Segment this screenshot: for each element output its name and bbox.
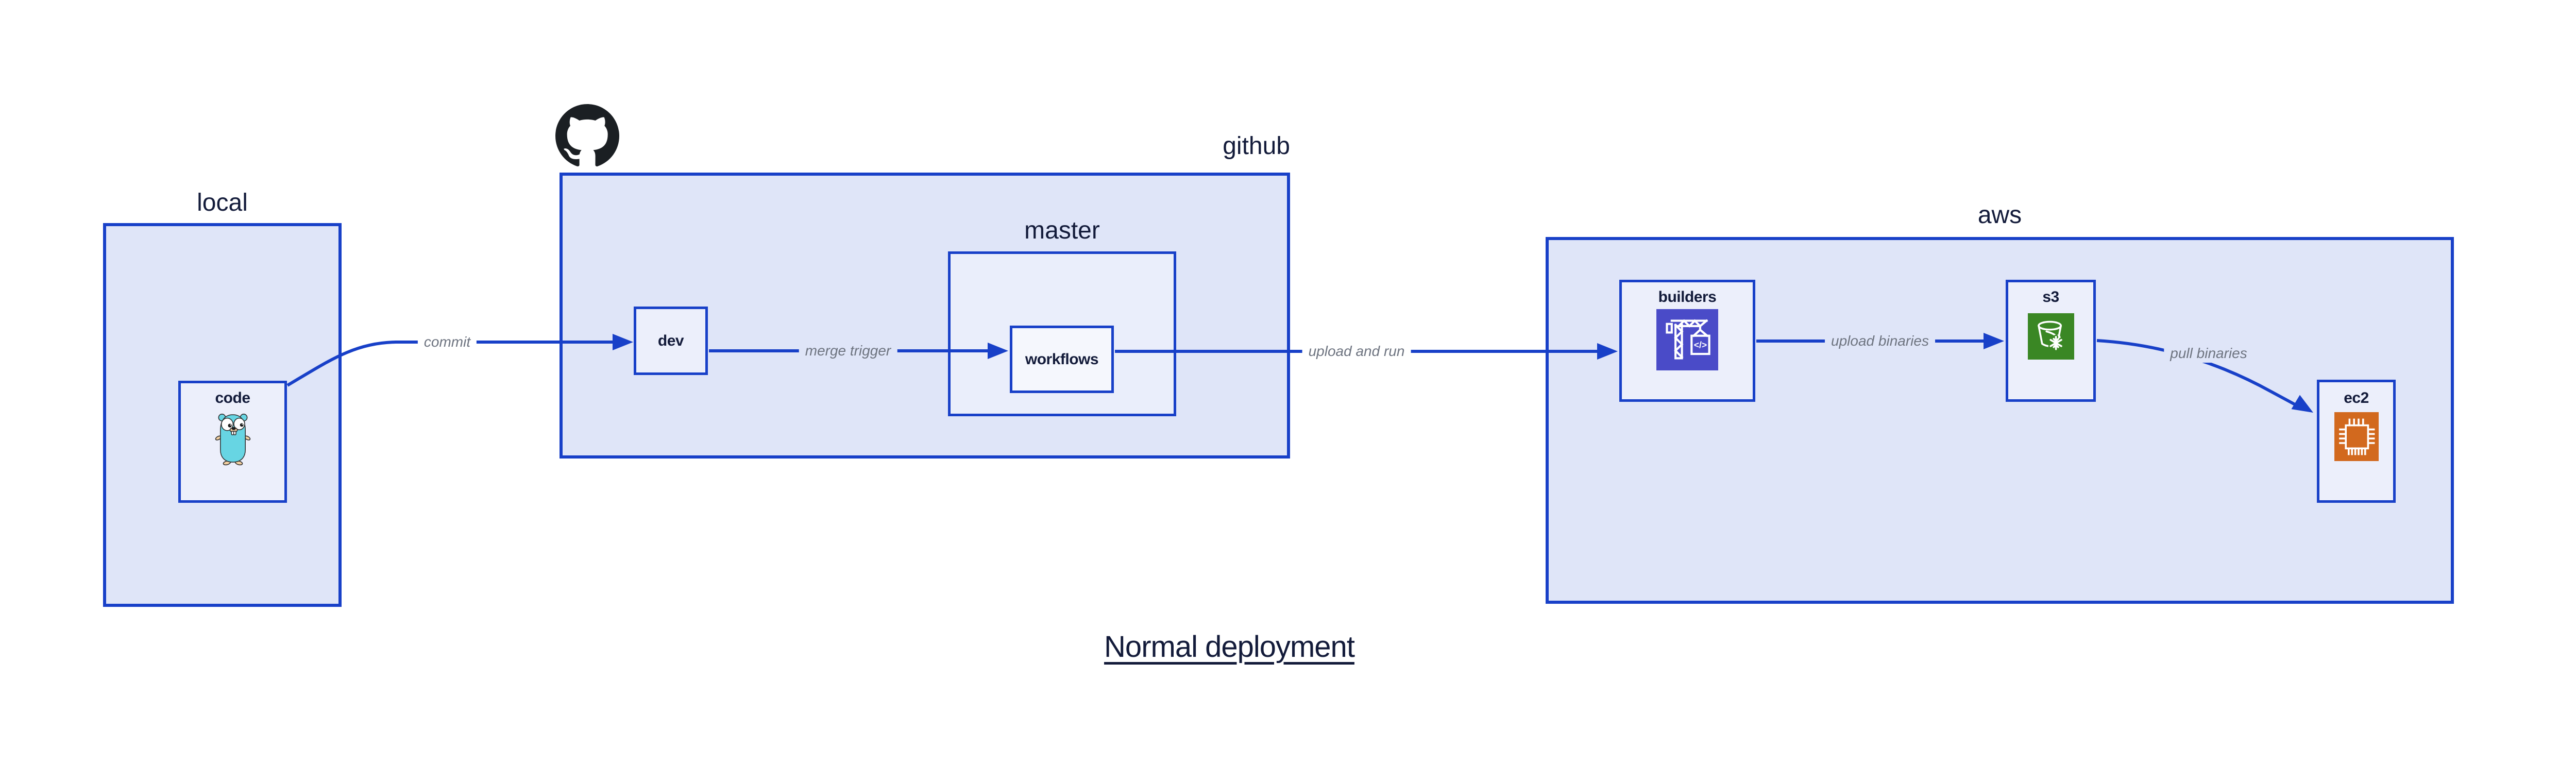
codebuild-code-glyph: </> — [1694, 339, 1707, 350]
code-label: code — [215, 389, 250, 406]
dev-label: dev — [657, 332, 684, 349]
aws-group-label: aws — [1977, 201, 2022, 229]
aws-codebuild-icon: </> — [1656, 309, 1718, 370]
github-octocat-icon — [555, 104, 619, 166]
local-group-label: local — [197, 189, 248, 216]
github-group-label: github — [1223, 132, 1290, 160]
node-builders: builders </> — [1619, 280, 1755, 402]
node-s3: s3 — [2006, 280, 2096, 402]
edge-label-commit: commit — [417, 333, 477, 351]
workflows-label: workflows — [1025, 350, 1099, 368]
builders-label: builders — [1658, 288, 1717, 305]
node-ec2: ec2 — [2317, 380, 2396, 503]
s3-label: s3 — [2042, 288, 2059, 305]
edge-label-merge-trigger: merge trigger — [799, 342, 897, 360]
node-workflows: workflows — [1010, 326, 1114, 393]
aws-ec2-chip-icon — [2334, 412, 2379, 461]
go-gopher-icon — [215, 414, 250, 466]
aws-s3-glacier-bucket-icon — [2027, 313, 2074, 360]
diagram-title: Normal deployment — [1104, 630, 1355, 664]
node-code: code — [178, 381, 287, 503]
edge-label-upload-binaries: upload binaries — [1825, 332, 1935, 350]
edge-label-pull-binaries: pull binaries — [2164, 344, 2253, 363]
edge-label-upload-and-run: upload and run — [1302, 342, 1411, 361]
node-dev: dev — [634, 307, 708, 375]
ec2-label: ec2 — [2344, 389, 2369, 406]
master-group-label: master — [1024, 217, 1100, 244]
